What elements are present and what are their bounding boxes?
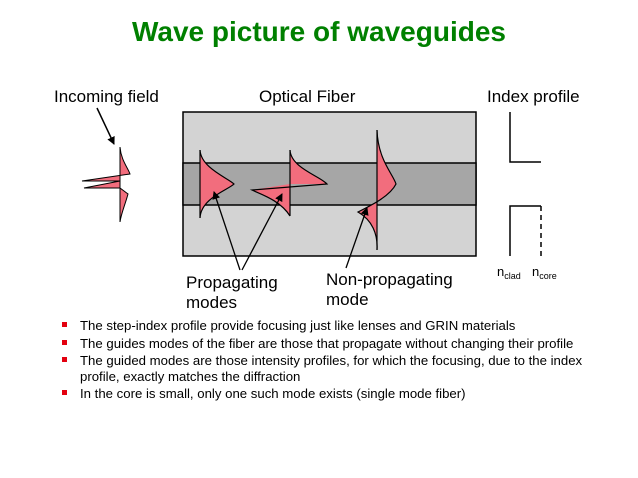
bullet-marker-icon (62, 390, 67, 396)
bullet-text: The guided modes are those intensity pro… (80, 353, 583, 384)
incoming-field-label: Incoming field (54, 87, 159, 106)
bullet-marker-icon (62, 357, 67, 363)
non-propagating-arrow (345, 207, 369, 269)
propagating-arrow-1 (212, 191, 241, 271)
propagating-arrow-2 (241, 193, 283, 271)
bullet-text: The guides modes of the fiber are those … (80, 335, 574, 351)
non-propagating-mode (356, 129, 397, 251)
non-propagating-label-line2: mode (326, 290, 369, 309)
bullet-text: The step-index profile provide focusing … (80, 318, 516, 333)
bullet-item: The guides modes of the fiber are those … (60, 336, 620, 352)
bullet-item: The guided modes are those intensity pro… (60, 353, 620, 384)
bullet-marker-icon (62, 339, 67, 345)
propagating-modes-label-line2: modes (186, 293, 237, 312)
bullet-list: The step-index profile provide focusing … (60, 318, 620, 404)
propagating-mode-2 (249, 149, 329, 217)
slide-title: Wave picture of waveguides (132, 16, 506, 47)
propagating-mode-1 (199, 149, 235, 219)
bullet-marker-icon (62, 322, 67, 327)
propagating-modes-label-line1: Propagating (186, 273, 278, 292)
non-propagating-label-line1: Non-propagating (326, 270, 453, 289)
bullet-item: The step-index profile provide focusing … (60, 318, 620, 334)
index-profile-label: Index profile (487, 87, 580, 106)
optical-fiber-label: Optical Fiber (259, 87, 356, 106)
n-core-label: ncore (532, 264, 557, 281)
incoming-field-arrow (96, 107, 115, 145)
incoming-field-wave (81, 146, 131, 223)
index-profile-graph (509, 112, 542, 256)
bullet-text: In the core is small, only one such mode… (80, 386, 466, 402)
bullet-item: In the core is small, only one such mode… (60, 386, 620, 402)
n-clad-label: nclad (497, 264, 521, 281)
